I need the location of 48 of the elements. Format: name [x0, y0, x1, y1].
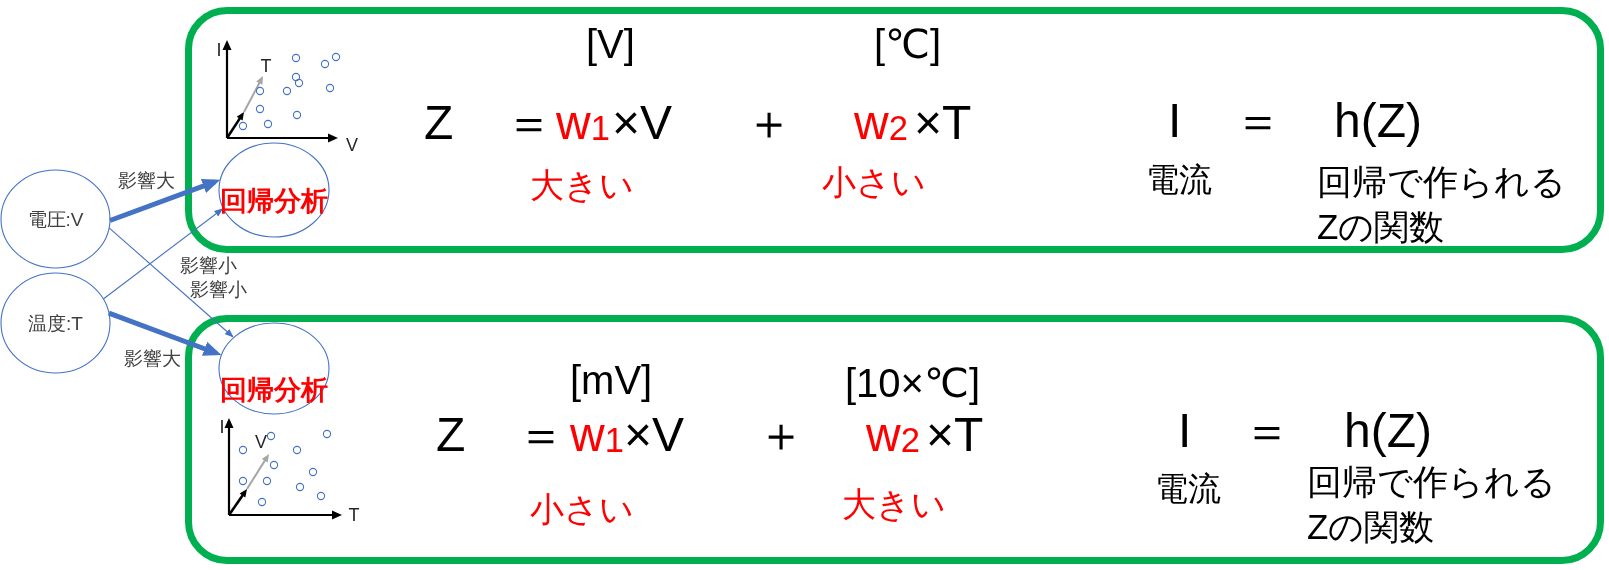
ellipse-node: 回帰分析: [218, 322, 330, 415]
equals-sign: ＝: [1234, 97, 1282, 145]
equals-sign: ＝: [517, 411, 565, 459]
equals-sign: ＝: [505, 99, 553, 147]
formula-term: ×T: [914, 99, 972, 147]
arrow: [108, 310, 222, 356]
arrow: [109, 178, 221, 223]
annotation-text: 小さい: [822, 165, 926, 199]
ellipse-node: 電圧:V: [0, 169, 111, 269]
axis-label: V: [346, 136, 358, 154]
axis-label: T: [260, 57, 272, 75]
annotation-text: 大きい: [530, 168, 634, 202]
formula-symbol: I: [1168, 97, 1182, 145]
annotation-text: 小さい: [530, 492, 634, 526]
function-term: h(Z): [1344, 407, 1432, 455]
plus-sign: ＋: [757, 411, 805, 459]
annotation-text: 電流: [1146, 162, 1212, 196]
formula-symbol: Z: [424, 99, 454, 147]
formula-symbol: Z: [436, 411, 466, 459]
unit-label: [10×℃]: [845, 363, 980, 403]
equals-sign: ＝: [1243, 407, 1291, 455]
arrow: [108, 227, 234, 338]
edge-label: 影響大: [124, 349, 181, 368]
formula-term: ×V: [624, 411, 685, 459]
annotation-text: 回帰で作られるZの関数: [1317, 161, 1567, 249]
edge-label: 影響大: [118, 171, 175, 190]
rounded-panel: [185, 315, 1604, 564]
function-term: h(Z): [1334, 97, 1422, 145]
unit-label: [mV]: [570, 360, 653, 400]
plus-sign: ＋: [745, 99, 793, 147]
axis-label: T: [348, 506, 360, 524]
edge-label: 影響小: [190, 280, 247, 299]
axis-label: V: [255, 433, 267, 451]
unit-label: [V]: [586, 24, 635, 64]
annotation-text: 電流: [1155, 471, 1221, 505]
formula-term: ×T: [926, 411, 984, 459]
axis-label: I: [219, 418, 225, 436]
formula-symbol: I: [1178, 407, 1192, 455]
formula-term: ×V: [612, 99, 673, 147]
arrow: [102, 208, 224, 300]
annotation-text: 回帰で作られるZの関数: [1307, 461, 1557, 549]
axis-label: I: [216, 41, 222, 59]
annotation-text: 大きい: [842, 487, 946, 521]
ellipse-node: 温度:T: [0, 272, 111, 374]
ellipse-node: 回帰分析: [218, 142, 330, 238]
unit-label: [℃]: [874, 24, 942, 64]
edge-label: 影響小: [180, 256, 237, 275]
rounded-panel: [185, 7, 1604, 253]
